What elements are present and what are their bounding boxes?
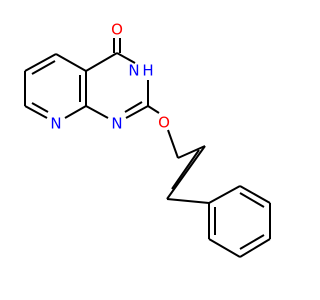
molecule-diagram: O N H N N O [24,21,271,258]
bond-ph-c1-c2 [208,185,241,204]
bond-c4-c4a [85,52,118,72]
bond-c4a-c5 [55,53,87,72]
bond-n1-c2 [125,105,149,119]
bond-ch-ch-double-a [166,145,206,200]
carbonyl-oxygen-label: O [111,21,123,39]
bond-ph-c2-c3-inner [239,192,265,208]
bond-c5-c6 [24,53,57,72]
bond-o-ch2 [167,129,179,159]
bond-c4-n3 [116,52,136,64]
bond-ph-c2-c3 [239,185,271,204]
bond-c7-n8 [24,105,48,119]
bond-ph-c5-c6 [208,238,241,258]
structure-canvas: O N H N N O [24,21,271,258]
bond-c2-o [147,105,160,114]
bond-c5-c6-inner [31,60,56,75]
bond-vinyl-phenyl [166,198,210,204]
bond-ph-c4-c5 [239,238,271,258]
bonds [24,38,271,258]
bond-c7-n8-inner [31,102,49,113]
pyridine-nitrogen-label: N [50,115,61,133]
pyrimidine-nitrogen-label: N [111,115,122,133]
ring-nh-nitrogen-label: N [128,62,139,80]
bond-c8a-n1 [85,105,109,119]
bond-ph-c4-c5-inner [239,234,265,250]
ring-nh-hydrogen-label: H [142,62,153,80]
bond-n8-c8a [64,105,87,119]
bond-n1-c2-inner [124,101,143,113]
ether-oxygen-label: O [158,114,170,132]
bond-ch-ch-double-b [171,149,200,190]
atom-labels: O N H N N O [50,21,170,133]
bond-ch2-ch [177,145,206,159]
